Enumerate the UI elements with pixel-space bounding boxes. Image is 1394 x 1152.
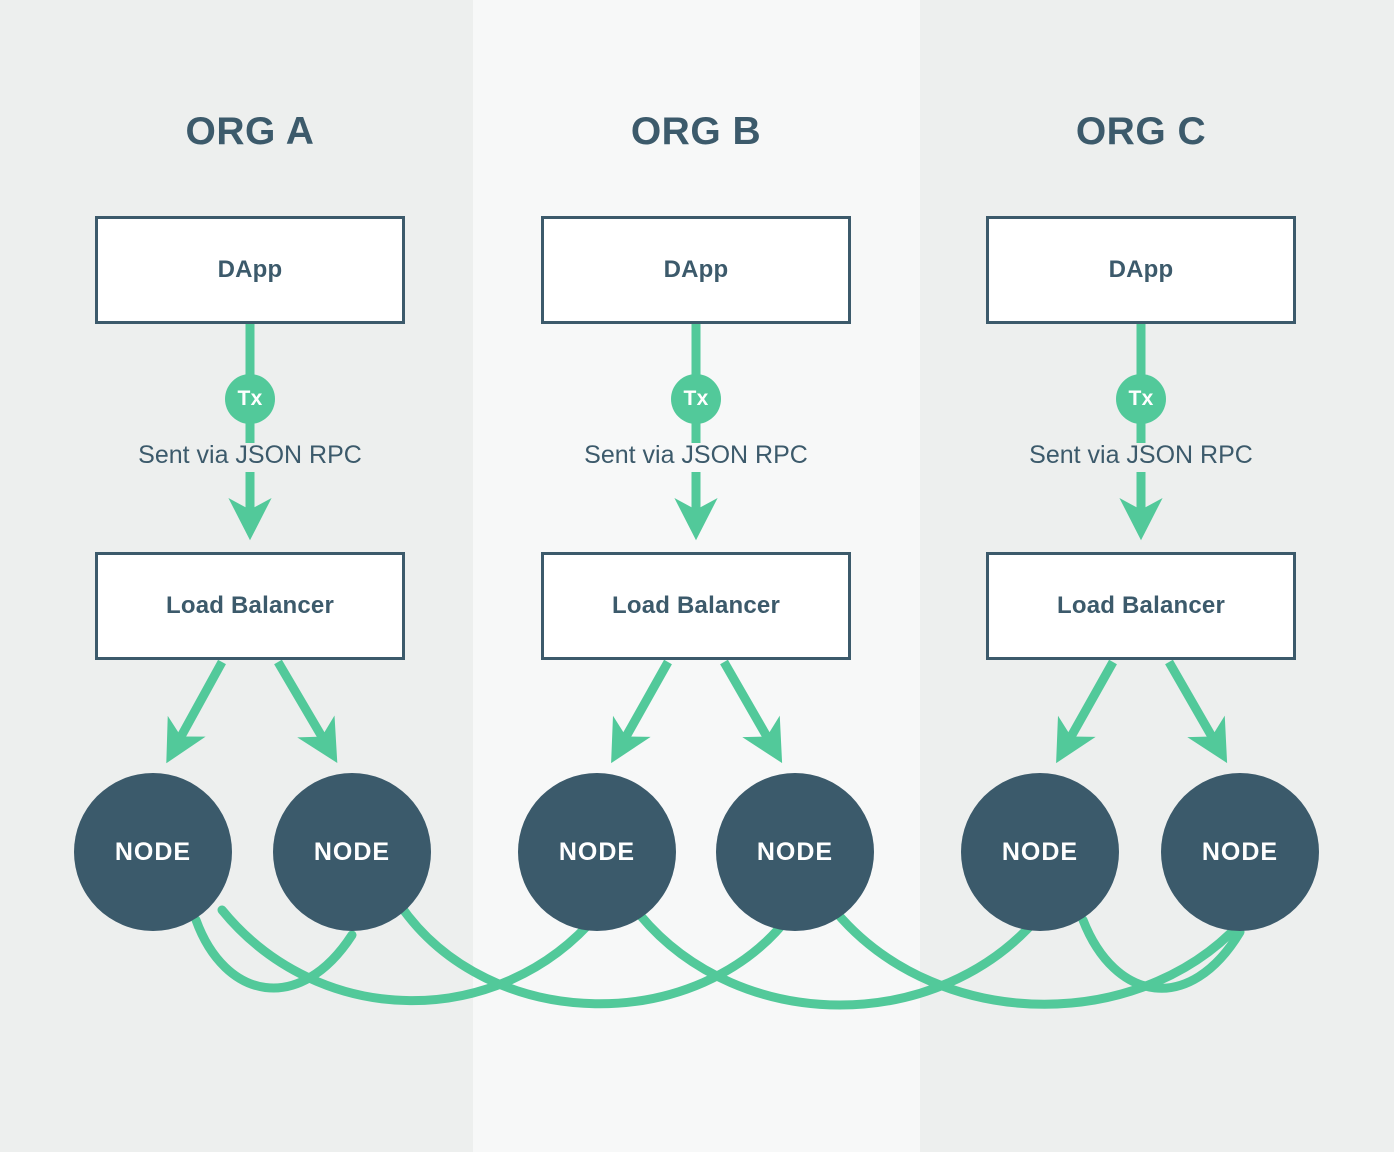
dapp-box-label-b: DApp — [663, 256, 729, 283]
dapp-box-org-b[interactable]: DApp — [541, 216, 851, 324]
node-label-b2: NODE — [756, 837, 834, 866]
tx-badge-org-c[interactable]: Tx — [1116, 374, 1166, 424]
rpc-caption-org-a: Sent via JSON RPC — [138, 441, 362, 469]
dapp-box-org-a[interactable]: DApp — [95, 216, 405, 324]
node-label-a1: NODE — [114, 837, 192, 866]
node-label-a2: NODE — [313, 837, 391, 866]
node-label-c1: NODE — [1001, 837, 1079, 866]
org-title-c: ORG C — [1075, 110, 1207, 153]
node-label-c2: NODE — [1201, 837, 1279, 866]
load-balancer-label-c: Load Balancer — [1057, 592, 1225, 619]
node-circle-b2[interactable]: NODE — [716, 773, 874, 931]
load-balancer-box-org-c[interactable]: Load Balancer — [986, 552, 1296, 660]
tx-badge-label-b: Tx — [683, 387, 709, 410]
load-balancer-label-b: Load Balancer — [612, 592, 780, 619]
rpc-caption-org-b: Sent via JSON RPC — [584, 441, 808, 469]
tx-badge-org-b[interactable]: Tx — [671, 374, 721, 424]
dapp-box-label-c: DApp — [1108, 256, 1174, 283]
tx-badge-label-c: Tx — [1128, 387, 1154, 410]
node-label-b1: NODE — [558, 837, 636, 866]
load-balancer-label-a: Load Balancer — [166, 592, 334, 619]
node-circle-b1[interactable]: NODE — [518, 773, 676, 931]
org-title-b: ORG B — [630, 110, 762, 153]
node-circle-c2[interactable]: NODE — [1161, 773, 1319, 931]
dapp-box-label-a: DApp — [217, 256, 283, 283]
node-circle-c1[interactable]: NODE — [961, 773, 1119, 931]
load-balancer-box-org-b[interactable]: Load Balancer — [541, 552, 851, 660]
node-circle-a1[interactable]: NODE — [74, 773, 232, 931]
node-circle-a2[interactable]: NODE — [273, 773, 431, 931]
tx-badge-label-a: Tx — [237, 387, 263, 410]
tx-badge-org-a[interactable]: Tx — [225, 374, 275, 424]
org-title-a: ORG A — [185, 110, 315, 153]
load-balancer-box-org-a[interactable]: Load Balancer — [95, 552, 405, 660]
dapp-box-org-c[interactable]: DApp — [986, 216, 1296, 324]
rpc-caption-org-c: Sent via JSON RPC — [1029, 441, 1253, 469]
